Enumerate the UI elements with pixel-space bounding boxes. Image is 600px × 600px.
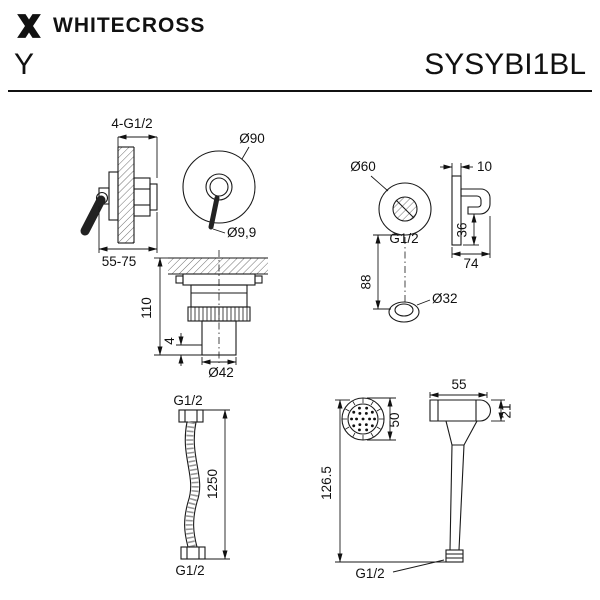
dim-hose-thread-bottom-label: G1/2 xyxy=(175,563,204,578)
dim-bracket-width-label: 74 xyxy=(463,256,479,271)
brand-name: WHITECROSS xyxy=(53,14,206,37)
valve-cartridge-body xyxy=(133,177,151,217)
spray-head-side xyxy=(429,399,491,422)
mixer-side-view: 4-G1/2 55-75 xyxy=(80,116,158,269)
dim-hook-height-label: 36 xyxy=(455,222,470,237)
holder-ring xyxy=(388,301,420,323)
outlet-escutcheon xyxy=(378,182,432,236)
dim-head-thickness-label: 21 xyxy=(499,403,514,418)
hose-fitting-bottom xyxy=(180,546,206,560)
escutcheon-side xyxy=(108,171,119,221)
header-divider xyxy=(8,90,592,92)
mixer-lever-side xyxy=(80,195,106,236)
sprayer-handle xyxy=(449,444,465,551)
sprayer-cone xyxy=(445,420,478,446)
holder-hook xyxy=(460,188,491,215)
dim-connections-label: 4-G1/2 xyxy=(111,116,152,131)
escutcheon-front xyxy=(182,150,256,224)
dim-lever-diameter-label: Ø9,9 xyxy=(227,225,256,240)
dim-hose-length-label: 1250 xyxy=(205,469,220,499)
hand-shower-view: 50 126.5 55 21 G1/2 xyxy=(319,377,514,581)
bracket-plate xyxy=(451,175,462,246)
mixer-section-view: 110 4 Ø42 xyxy=(139,250,268,380)
dim-plate-diameter-label: Ø90 xyxy=(239,131,265,146)
model-code: SYSYBI1BL xyxy=(424,48,586,81)
dim-head-length-label: 55 xyxy=(451,377,466,392)
dim-outlet-diameter-label: Ø60 xyxy=(350,159,376,174)
dim-holder-drop-label: 88 xyxy=(359,274,374,289)
dim-outlet-thread-label: G1/2 xyxy=(389,231,418,246)
mixer-lever-front xyxy=(208,195,220,230)
mixer-cylinder xyxy=(201,320,237,356)
mixer-front-view: Ø90 Ø9,9 xyxy=(182,131,265,240)
series-code: Y xyxy=(14,48,35,81)
ceiling-section-hatch xyxy=(168,258,268,274)
dim-holder-diameter-label: Ø32 xyxy=(432,291,458,306)
whitecross-x-logo-icon xyxy=(17,14,41,38)
dim-section-height-label: 110 xyxy=(139,297,154,319)
dim-hose-thread-top-label: G1/2 xyxy=(173,393,202,408)
dim-head-diameter-label: 50 xyxy=(387,412,402,427)
dim-plate-thickness-label: 4 xyxy=(162,337,177,345)
wall-section-hatch xyxy=(118,147,134,243)
dim-bracket-depth-label: 10 xyxy=(477,159,492,174)
sprayer-thread xyxy=(445,549,464,563)
dim-body-diameter-label: Ø42 xyxy=(208,365,234,380)
dim-sprayer-thread-label: G1/2 xyxy=(355,566,384,581)
technical-drawing: 4-G1/2 55-75 xyxy=(80,116,514,581)
hose-view: G1/2 G1/2 1250 xyxy=(173,393,230,578)
wall-outlet-view: Ø60 G1/2 10 36 74 88 xyxy=(350,159,492,323)
dim-depth-range-label: 55-75 xyxy=(102,254,137,269)
dim-total-length-label: 126.5 xyxy=(319,466,334,500)
hose-fitting-top xyxy=(178,409,204,423)
spray-holes xyxy=(350,406,376,432)
model-row: Y SYSYBI1BL xyxy=(0,43,600,82)
brand-header: WHITECROSS xyxy=(0,0,600,43)
